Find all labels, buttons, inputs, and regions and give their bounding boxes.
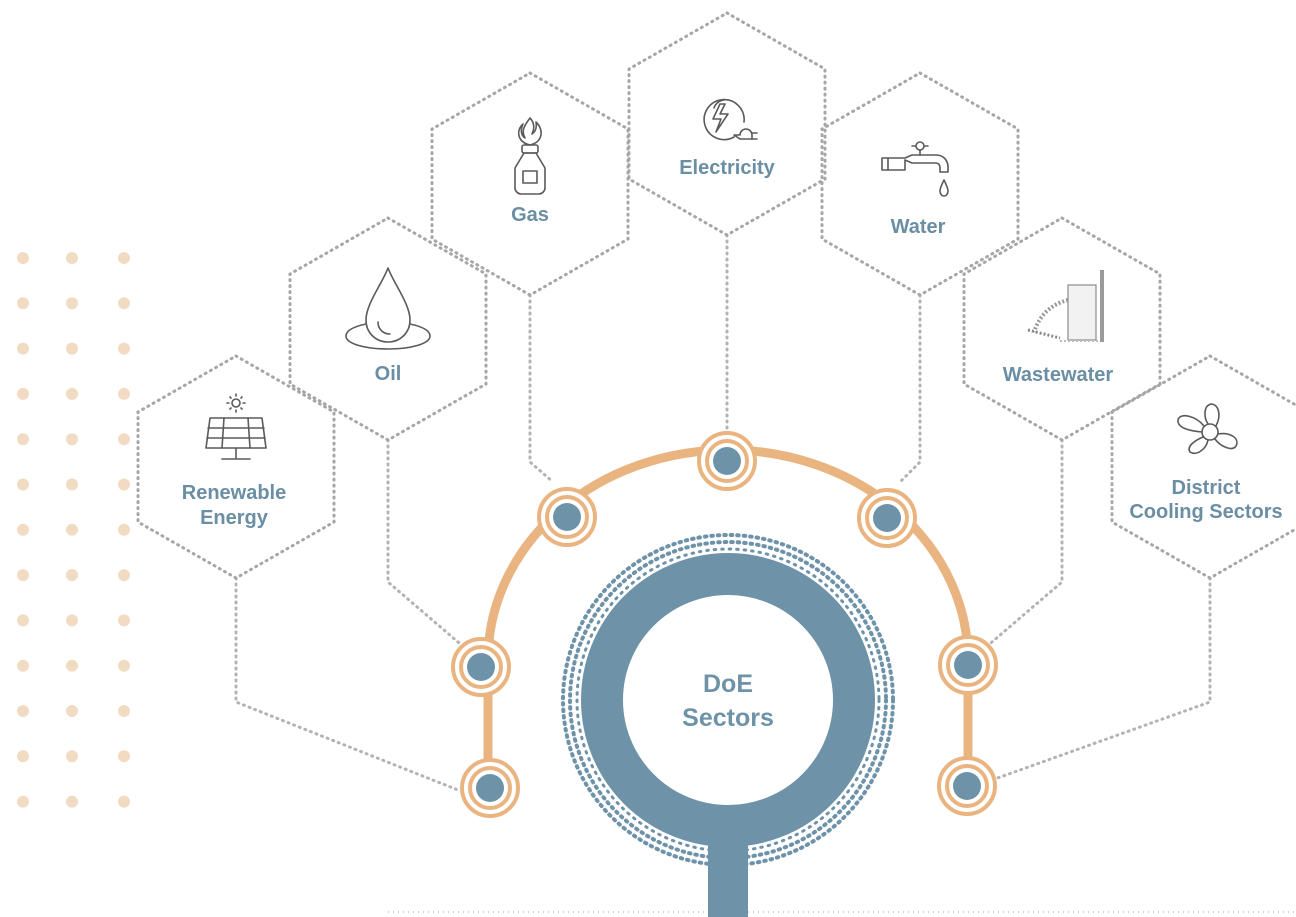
grid-dot (118, 523, 130, 536)
grid-dot (66, 569, 78, 582)
grid-dot (66, 478, 78, 491)
label-gas: Gas (511, 204, 549, 226)
grid-dot (66, 297, 78, 310)
grid-dot (17, 614, 29, 627)
grid-dot (66, 433, 78, 446)
grid-dot (17, 705, 29, 717)
arc-node-oil (451, 637, 511, 697)
grid-dot (66, 342, 78, 355)
center-ring (581, 553, 875, 847)
grid-dot (17, 297, 29, 310)
grid-dot (17, 569, 29, 582)
gas-cylinder-icon (514, 117, 546, 195)
grid-dot (118, 659, 130, 672)
hexagon-cooling (1110, 354, 1296, 580)
hexagon-wastewater (962, 216, 1162, 442)
connector-oil (386, 438, 467, 650)
grid-dot (118, 252, 130, 264)
electricity-plug-icon (703, 98, 758, 141)
grid-dot (17, 750, 29, 763)
label-cooling-line2: Cooling Sectors (1129, 501, 1282, 523)
grid-dot (118, 614, 130, 627)
arc-node-wastewater (938, 635, 998, 695)
center-label-line1: DoE (703, 670, 753, 698)
grid-dot (66, 614, 78, 627)
arc-nodes (451, 431, 998, 818)
solar-panel-icon (205, 393, 267, 460)
label-wastewater: Wastewater (1003, 364, 1114, 386)
grid-dot (66, 795, 78, 808)
grid-dot (17, 478, 29, 491)
label-renewable-line1: Renewable (182, 482, 286, 504)
cooling-fan-icon (1177, 403, 1238, 455)
grid-dot (118, 342, 130, 355)
grid-dot (66, 252, 78, 264)
grid-dot (118, 297, 130, 310)
grid-dot (17, 659, 29, 672)
arc-node-water (857, 488, 917, 548)
label-oil: Oil (375, 363, 402, 385)
hexagon-gas (430, 71, 630, 297)
grid-dot (118, 795, 130, 808)
arc-node-electricity (697, 431, 757, 491)
water-tap-icon (881, 141, 949, 197)
sector-hexagons (136, 11, 1296, 580)
connector-cooling (990, 576, 1212, 782)
connector-water (898, 293, 922, 484)
grid-dot (17, 252, 29, 264)
grid-dot (66, 659, 78, 672)
grid-dot (66, 387, 78, 400)
hexagon-electricity (627, 11, 827, 237)
label-water: Water (891, 216, 946, 238)
grid-dot (66, 705, 78, 717)
hexagon-renewable (136, 354, 336, 580)
label-renewable-line2: Energy (200, 507, 269, 529)
connector-gas (528, 293, 555, 484)
magnifier-handle (708, 835, 748, 917)
grid-dot (66, 523, 78, 536)
label-cooling-line1: District (1172, 477, 1241, 499)
wastewater-pipe-icon (1027, 270, 1104, 342)
grid-dot (17, 433, 29, 446)
grid-dot (118, 569, 130, 582)
arc-node-cooling (937, 756, 997, 816)
connector-wastewater (983, 438, 1064, 650)
grid-dot (17, 342, 29, 355)
grid-dot (118, 387, 130, 400)
grid-dot (66, 750, 78, 763)
hexagon-oil (288, 216, 488, 442)
connector-renewable (234, 576, 460, 792)
hexagon-water (820, 71, 1020, 297)
grid-dot (118, 750, 130, 763)
arc-node-renewable (460, 758, 520, 818)
grid-dot (118, 433, 130, 446)
decorative-dot-grid (17, 252, 130, 808)
grid-dot (17, 795, 29, 808)
grid-dot (118, 478, 130, 491)
oil-drop-icon (345, 267, 431, 350)
label-electricity: Electricity (679, 157, 775, 179)
arc-node-gas (537, 487, 597, 547)
grid-dot (118, 705, 130, 717)
sector-labels: Renewable Energy Oil Gas Electricity Wat… (182, 157, 1283, 529)
grid-dot (17, 387, 29, 400)
connector-lines (234, 233, 1212, 792)
center-label-line2: Sectors (682, 704, 774, 732)
grid-dot (17, 523, 29, 536)
